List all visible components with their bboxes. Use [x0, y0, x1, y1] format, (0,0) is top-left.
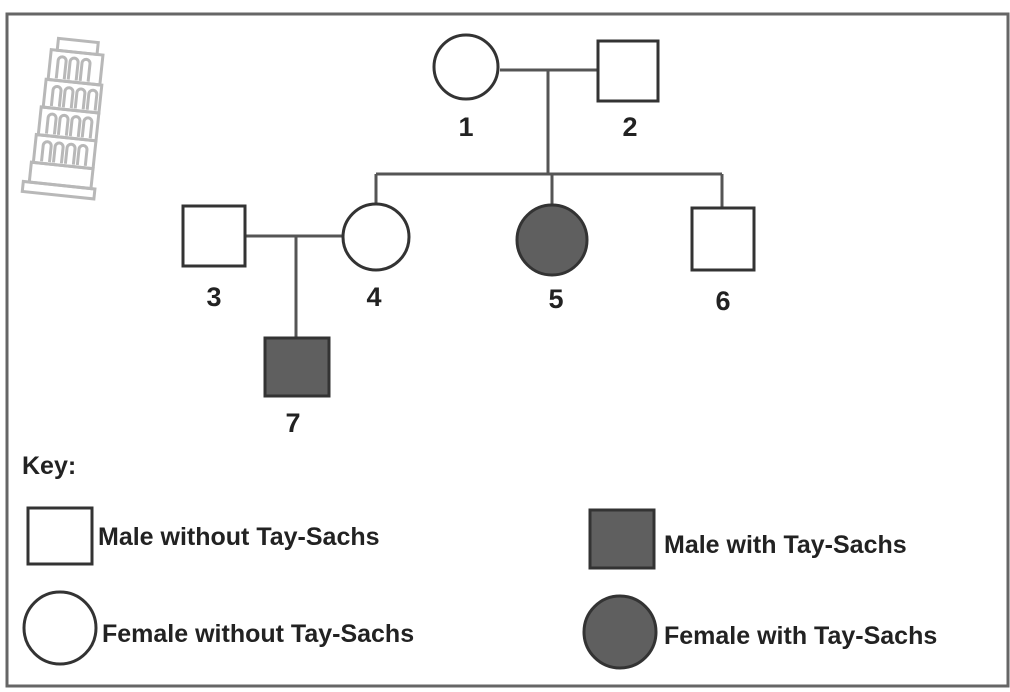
female-symbol	[341, 202, 411, 272]
key-label: Female with Tay-Sachs	[664, 622, 937, 650]
individual-label: 4	[366, 282, 381, 312]
leaning-tower-icon	[20, 36, 105, 201]
individual-1: 1	[432, 33, 500, 142]
key-label: Male with Tay-Sachs	[664, 531, 907, 559]
male-symbol	[588, 508, 656, 570]
key-title: Key:	[22, 452, 76, 480]
individual-3: 3	[181, 204, 247, 312]
female-symbol	[432, 33, 500, 101]
individual-5: 5	[515, 203, 589, 314]
male-symbol	[596, 39, 660, 103]
key-label: Female without Tay-Sachs	[102, 620, 414, 648]
diagram-frame	[5, 12, 1010, 688]
female-symbol	[582, 594, 658, 670]
male-symbol	[181, 204, 247, 268]
key-item-female-unaffected: Female without Tay-Sachs	[22, 590, 414, 666]
individual-2: 2	[596, 39, 660, 142]
female-symbol	[515, 203, 589, 277]
key-label: Male without Tay-Sachs	[98, 523, 380, 551]
male-symbol	[26, 506, 94, 566]
individual-label: 6	[715, 286, 730, 316]
key-item-male-unaffected: Male without Tay-Sachs	[26, 506, 380, 566]
individual-label: 7	[285, 408, 300, 438]
pedigree-lines	[246, 68, 724, 338]
female-symbol	[22, 590, 98, 666]
key-item-female-affected: Female with Tay-Sachs	[582, 594, 937, 670]
individual-4: 4	[341, 202, 411, 312]
individual-label: 3	[206, 282, 221, 312]
male-symbol	[690, 206, 756, 272]
individual-7: 7	[263, 336, 331, 438]
key-item-male-affected: Male with Tay-Sachs	[588, 508, 907, 570]
individual-label: 2	[622, 112, 637, 142]
individual-6: 6	[690, 206, 756, 316]
individual-label: 5	[548, 284, 563, 314]
male-symbol	[263, 336, 331, 398]
individual-label: 1	[458, 112, 473, 142]
